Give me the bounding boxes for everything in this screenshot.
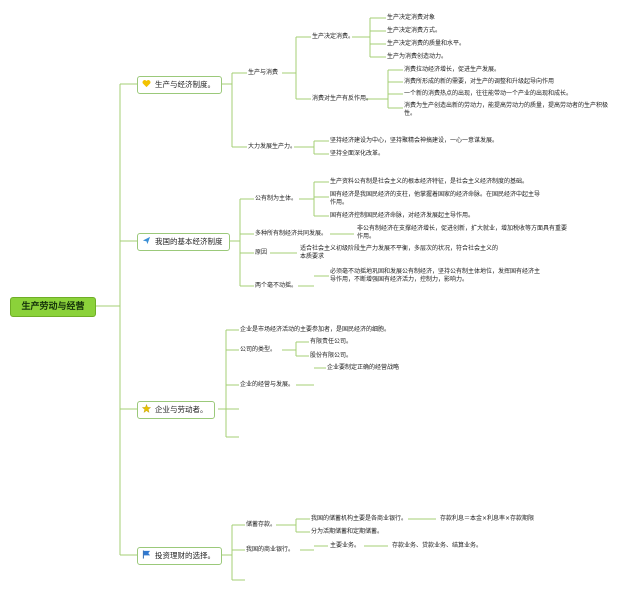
- leaf[interactable]: 生产资料公有制是社会主义的根本经济特征，是社会主义经济制度的基础。: [330, 178, 529, 185]
- leaf[interactable]: 国有经济是我国民经济的支柱，他掌握着国家的经济命脉。在国民经济中起主导作用。: [330, 191, 541, 206]
- node-enterprise-participant[interactable]: 企业是市场经济活动的主要参加者，是国民经济的细胞。: [240, 326, 391, 333]
- node-company-types[interactable]: 公司的类型。: [240, 346, 277, 353]
- node-commercial-banks[interactable]: 我国的商业银行。: [246, 546, 295, 553]
- topic-label: 我国的基本经济制度: [155, 237, 223, 246]
- node-production-consumption[interactable]: 生产与消费: [248, 69, 279, 76]
- node-savings-institutions[interactable]: 我国的储蓄机构主要是各商业银行。: [311, 515, 408, 522]
- node-two-unwavering[interactable]: 两个毫不动摇。: [255, 282, 298, 289]
- leaf[interactable]: 适合社会主义初级阶段生产力发展不平衡，多层次的状况，符合社会主义的本质要求: [300, 245, 499, 260]
- star-icon: [141, 403, 152, 413]
- leaf[interactable]: 生产决定消费对象: [387, 14, 436, 21]
- leaf[interactable]: 坚持经济建设为中心，坚持聚精会神搞建设，一心一意谋发展。: [330, 137, 499, 144]
- leaf[interactable]: 存款利息＝本金×利息率×存款期限: [440, 515, 535, 522]
- node-reason[interactable]: 原因: [255, 249, 268, 256]
- leaf[interactable]: 生产决定消费方式。: [387, 27, 442, 34]
- send-icon: [142, 235, 151, 245]
- leaf[interactable]: 生产决定消费的质量和水平。: [387, 40, 466, 47]
- leaf[interactable]: 消费为生产创造出新的劳动力，能提高劳动力的质量，提高劳动者的生产积极性。: [404, 102, 609, 117]
- leaf[interactable]: 生产为消费创造动力。: [387, 53, 448, 60]
- leaf[interactable]: 必须毫不动摇地巩固和发展公有制经济，坚持公有制主体地位，发挥国有经济主导作用，不…: [330, 268, 541, 283]
- root-topic[interactable]: 生产劳动与经营: [10, 297, 96, 317]
- node-public-ownership[interactable]: 公有制为主体。: [255, 195, 298, 202]
- leaf[interactable]: 企业要制定正确的经营战略: [327, 364, 400, 371]
- flag-icon: [142, 549, 151, 559]
- leaf[interactable]: 坚持全面深化改革。: [330, 150, 385, 157]
- node-savings-deposit[interactable]: 储蓄存款。: [246, 521, 277, 528]
- node-consumption-reacts[interactable]: 消费对生产有反作用。: [312, 95, 373, 102]
- leaf[interactable]: 存款业务、贷款业务、结算业务。: [392, 542, 483, 549]
- topic-label: 投资理财的选择。: [155, 551, 215, 560]
- leaf[interactable]: 消费拉动经济增长，促进生产发展。: [404, 66, 501, 73]
- node-enterprise-operation[interactable]: 企业的经营与发展。: [240, 381, 295, 388]
- topic-investment-choice[interactable]: 投资理财的选择。: [137, 547, 222, 565]
- topic-label: 企业与劳动者。: [155, 405, 208, 414]
- node-main-business[interactable]: 主要业务。: [330, 542, 361, 549]
- leaf[interactable]: 股份有限公司。: [310, 352, 353, 359]
- topic-enterprise-workers[interactable]: 企业与劳动者。: [137, 401, 215, 419]
- heart-icon: [142, 78, 151, 88]
- leaf[interactable]: 非公有制经济在支撑经济增长，促进创新，扩大就业，增加税收等方面具有重要作用。: [357, 225, 568, 240]
- leaf[interactable]: 有限责任公司。: [310, 338, 353, 345]
- topic-label: 生产与经济制度。: [155, 80, 215, 89]
- leaf[interactable]: 一个新的消费热点的出现，往往能带动一个产业的出现和成长。: [404, 90, 573, 97]
- leaf[interactable]: 消费所形成的新的需要，对生产的调整和升级起导向作用: [404, 78, 555, 85]
- node-multiple-ownership[interactable]: 多种所有制经济共同发展。: [255, 230, 328, 237]
- node-production-decides-consumption[interactable]: 生产决定消费。: [312, 33, 355, 40]
- node-savings-types[interactable]: 分为活期储蓄和定期储蓄。: [311, 528, 384, 535]
- leaf[interactable]: 国有经济控制国民经济命脉，对经济发展起主导作用。: [330, 212, 475, 219]
- node-develop-productivity[interactable]: 大力发展生产力。: [248, 143, 297, 150]
- topic-basic-economic-system[interactable]: 我国的基本经济制度: [137, 233, 230, 251]
- topic-production-economic-system[interactable]: 生产与经济制度。: [137, 76, 222, 94]
